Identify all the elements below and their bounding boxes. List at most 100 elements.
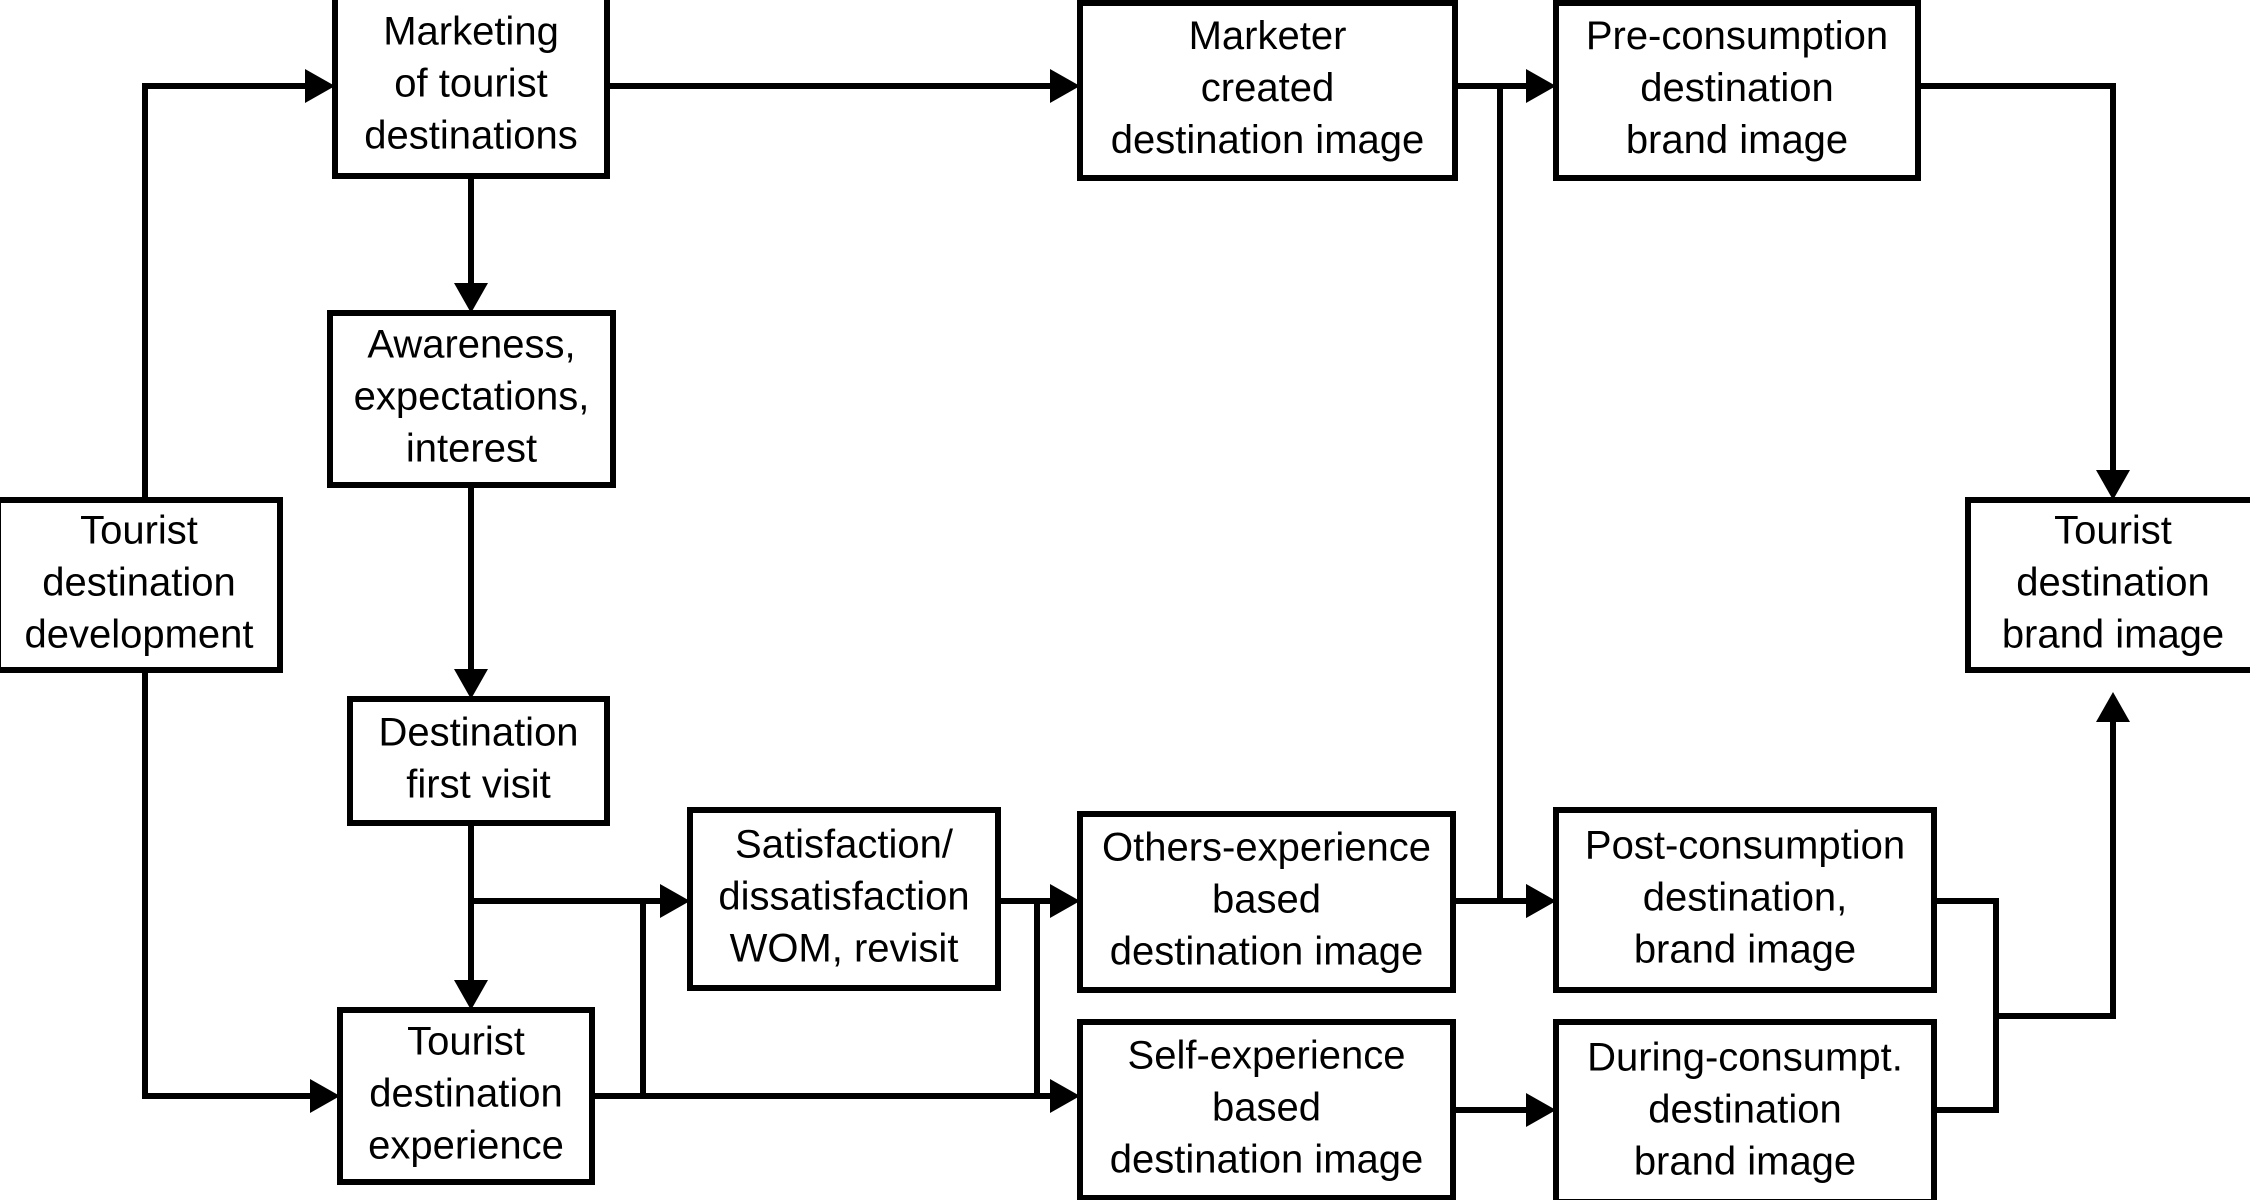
node-label-line: Pre-consumption bbox=[1586, 14, 1888, 58]
node-label-line: based bbox=[1212, 1086, 1321, 1130]
node-label-line: destination, bbox=[1643, 876, 1848, 920]
node-box[interactable] bbox=[347, 696, 610, 826]
arrow-head-icon bbox=[454, 669, 488, 699]
node-marketer-created-destination-image[interactable]: Marketer created destination image bbox=[1077, 0, 1458, 181]
edge-development-to-marketing bbox=[142, 69, 335, 500]
node-label-line: Awareness, bbox=[367, 323, 575, 367]
node-box[interactable] bbox=[1077, 0, 1458, 181]
edge-awareness-to-first-visit bbox=[454, 485, 488, 699]
arrow-head-icon bbox=[660, 884, 690, 918]
node-box[interactable] bbox=[1553, 0, 1921, 181]
edge-others-image-to-post-consumption bbox=[1453, 884, 1556, 918]
node-box[interactable] bbox=[687, 807, 1001, 991]
node-label-line: destination image bbox=[1111, 118, 1425, 162]
node-box[interactable] bbox=[1965, 497, 2250, 673]
node-label-line: Marketing bbox=[383, 10, 559, 54]
arrow-head-icon bbox=[305, 69, 335, 103]
node-tourist-destination-brand-image[interactable]: Tourist destination brand image bbox=[1965, 497, 2250, 673]
edge-marketing-to-marketer-image bbox=[607, 69, 1080, 103]
node-label-line: Post-consumption bbox=[1585, 824, 1905, 868]
arrow-head-icon bbox=[1526, 884, 1556, 918]
node-label-line: dissatisfaction bbox=[718, 875, 969, 919]
node-label-line: brand image bbox=[2002, 613, 2224, 657]
arrow-head-icon bbox=[1050, 884, 1080, 918]
node-label-line: of tourist bbox=[394, 62, 547, 106]
edge-pre-consumption-to-brand-image bbox=[1918, 83, 2130, 500]
connector-line bbox=[1497, 86, 1534, 904]
node-label-line: brand image bbox=[1634, 1140, 1856, 1184]
node-pre-consumption-destination-brand-image[interactable]: Pre-consumption destination brand image bbox=[1553, 0, 1921, 181]
node-during-consumption-destination-brand-image[interactable]: During-consumpt. destination brand image bbox=[1553, 1019, 1937, 1200]
arrow-head-icon bbox=[1526, 69, 1556, 103]
arrow-head-icon bbox=[1050, 69, 1080, 103]
node-label-line: brand image bbox=[1626, 118, 1848, 162]
node-box[interactable] bbox=[337, 1007, 595, 1185]
edge-experience-to-self-image bbox=[592, 1079, 1080, 1113]
node-label-line: based bbox=[1212, 878, 1321, 922]
connector-line bbox=[142, 670, 318, 1099]
arrow-head-icon bbox=[1526, 1093, 1556, 1127]
edge-marketing-to-awareness bbox=[454, 176, 488, 313]
node-label-line: During-consumpt. bbox=[1587, 1036, 1903, 1080]
node-label-line: created bbox=[1201, 66, 1334, 110]
node-label-line: Tourist bbox=[2054, 509, 2172, 553]
node-box[interactable] bbox=[1553, 807, 1937, 993]
edge-experience-to-satisfaction bbox=[592, 901, 646, 1099]
connector-line bbox=[142, 83, 313, 500]
node-label-line: destination bbox=[1640, 66, 1833, 110]
node-label-line: destination image bbox=[1110, 930, 1424, 974]
node-box[interactable] bbox=[327, 310, 616, 488]
node-label-line: WOM, revisit bbox=[730, 927, 959, 971]
arrow-head-icon bbox=[310, 1079, 340, 1113]
node-label-line: expectations, bbox=[354, 375, 590, 419]
node-label-line: destination bbox=[1648, 1088, 1841, 1132]
node-others-experience-based-destination-image[interactable]: Others-experience based destination image bbox=[1077, 811, 1456, 993]
node-box[interactable] bbox=[1077, 811, 1456, 993]
node-label-line: first visit bbox=[406, 763, 550, 807]
node-post-consumption-destination-brand-image[interactable]: Post-consumption destination, brand image bbox=[1553, 807, 1937, 993]
node-label-line: brand image bbox=[1634, 928, 1856, 972]
node-label-line: destination bbox=[369, 1072, 562, 1116]
arrow-head-icon bbox=[454, 283, 488, 313]
edge-satisfaction-to-others-image bbox=[998, 884, 1080, 918]
edge-first-visit-to-experience bbox=[454, 823, 488, 1010]
node-destination-first-visit[interactable]: Destination first visit bbox=[347, 696, 610, 826]
node-label-line: Others-experience bbox=[1102, 826, 1431, 870]
arrow-head-icon bbox=[454, 980, 488, 1010]
node-label-line: destination bbox=[2016, 561, 2209, 605]
node-label-line: destinations bbox=[364, 114, 577, 158]
node-box[interactable] bbox=[1077, 1019, 1456, 1200]
node-marketing-of-tourist-destinations[interactable]: Marketing of tourist destinations bbox=[332, 0, 610, 179]
node-box[interactable] bbox=[1553, 1019, 1937, 1200]
edge-development-to-experience bbox=[142, 670, 340, 1113]
node-label-line: experience bbox=[368, 1124, 564, 1168]
arrow-head-icon bbox=[2096, 692, 2130, 722]
connector-line bbox=[1934, 714, 2116, 1019]
node-label-line: interest bbox=[406, 427, 537, 471]
node-label-line: Destination bbox=[378, 711, 578, 755]
node-label-line: destination bbox=[42, 561, 235, 605]
node-label-line: Tourist bbox=[80, 509, 198, 553]
edge-self-image-to-during-consumption bbox=[1453, 1093, 1556, 1127]
edge-marketer-image-to-pre-consumption bbox=[1455, 69, 1556, 103]
arrow-head-icon bbox=[1050, 1079, 1080, 1113]
connector-line bbox=[1934, 1016, 1999, 1113]
connector-line bbox=[592, 901, 646, 1099]
arrow-head-icon bbox=[2096, 470, 2130, 500]
node-label-line: destination image bbox=[1110, 1138, 1424, 1182]
edge-during-consumption-to-brand-image bbox=[1934, 1016, 1999, 1113]
node-box[interactable] bbox=[332, 0, 610, 179]
node-label-line: Satisfaction/ bbox=[735, 823, 954, 867]
connector-line bbox=[1918, 83, 2116, 478]
node-box[interactable] bbox=[0, 497, 283, 673]
edge-first-visit-to-satisfaction bbox=[471, 884, 690, 918]
node-awareness-expectations-interest[interactable]: Awareness, expectations, interest bbox=[327, 310, 616, 488]
node-label-line: Marketer bbox=[1189, 14, 1347, 58]
